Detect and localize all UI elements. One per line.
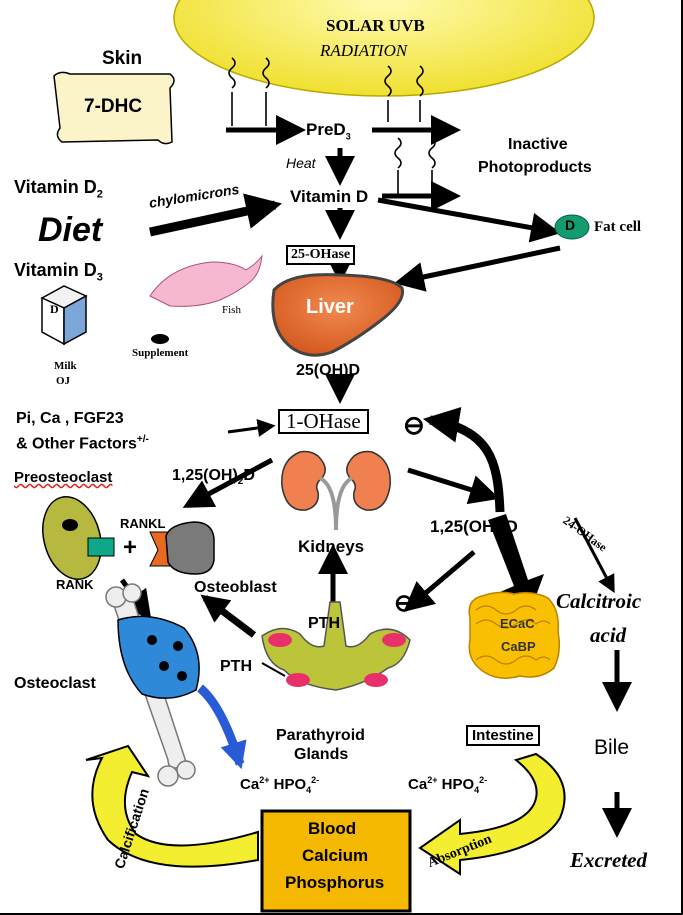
calcitroic-line1: Calcitroic	[556, 591, 641, 612]
vitamin-d2-label: Vitamin D2	[14, 178, 103, 201]
kidneys-label: Kidneys	[298, 538, 364, 555]
pth-left-label: PTH	[220, 659, 252, 675]
rank-receptor	[88, 538, 114, 556]
rankl-label: RANKL	[120, 517, 166, 530]
oj-label: OJ	[56, 376, 70, 387]
supplement-label: Supplement	[132, 348, 188, 359]
fat-cell-letter: D	[565, 218, 575, 232]
parathyroid-line2: Glands	[294, 747, 348, 763]
milk-carton	[42, 286, 86, 344]
preosteoclast-nucleus	[62, 519, 78, 531]
osteoblast-cell	[166, 522, 214, 574]
blood-line1: Blood	[308, 820, 356, 837]
liver-label: Liver	[306, 297, 354, 317]
inactive-line1: Inactive	[508, 137, 568, 153]
ohd25-label: 25(OH)D	[296, 363, 360, 379]
osteoclast-label: Osteoclast	[14, 676, 96, 692]
plus-symbol: +	[123, 536, 137, 560]
skin-compound: 7-DHC	[84, 97, 142, 116]
fish-label: Fish	[222, 305, 241, 316]
inhibit-symbol-top: ⊖	[403, 412, 425, 438]
fat-cell-label: Fat cell	[594, 220, 641, 235]
intestine-shape	[469, 592, 559, 678]
factors-line1: Pi, Ca , FGF23	[16, 411, 124, 427]
intestine-box: Intestine	[466, 725, 540, 746]
carton-letter: D	[50, 303, 59, 315]
ca-hpo4-right: Ca2+ HPO42-	[408, 776, 487, 795]
sun-subtitle: RADIATION	[320, 42, 407, 59]
pre-d3-label: PreD3	[306, 121, 351, 141]
intestine-protein-2: CaBP	[501, 640, 536, 653]
osteoclast-cell	[118, 616, 199, 698]
pth-up-label: PTH	[308, 616, 340, 632]
fish-shape	[150, 256, 262, 306]
ca-hpo4-left: Ca2+ HPO42-	[240, 776, 319, 795]
calcitroic-line2: acid	[590, 625, 626, 646]
vitamin-d3-label: Vitamin D3	[14, 261, 103, 284]
calcitriol-right-label: 1,25(OH)2D	[430, 518, 518, 539]
heat-label: Heat	[286, 156, 316, 170]
excreted-label: Excreted	[570, 850, 647, 871]
parathyroid-line1: Parathyroid	[276, 728, 365, 744]
blood-line2: Calcium	[302, 847, 368, 864]
bile-label: Bile	[594, 737, 629, 758]
inhibit-symbol-bottom: ⊖	[394, 592, 414, 616]
factors-line2: & Other Factors+/-	[16, 435, 149, 452]
calcitriol-left-label: 1,25(OH)2D	[172, 468, 255, 487]
sun-title: SOLAR UVB	[326, 17, 425, 34]
blood-line3: Phosphorus	[285, 874, 384, 891]
kidney-shapes	[282, 452, 390, 531]
hase25-box: 25-OHase	[286, 245, 355, 265]
supplement-pill	[151, 334, 169, 344]
vitamin-d-label: Vitamin D	[290, 188, 368, 205]
skin-label: Skin	[102, 49, 142, 68]
preosteoclast-label: Preosteoclast	[14, 470, 112, 485]
rank-label: RANK	[56, 578, 94, 591]
diet-label: Diet	[38, 213, 102, 247]
intestine-protein-1: ECaC	[500, 617, 535, 630]
hase1-box: 1-OHase	[278, 409, 369, 434]
inactive-line2: Photoproducts	[478, 160, 592, 176]
milk-label: Milk	[54, 361, 77, 372]
osteoblast-label: Osteoblast	[194, 580, 277, 596]
resorption-arrow	[200, 688, 240, 764]
